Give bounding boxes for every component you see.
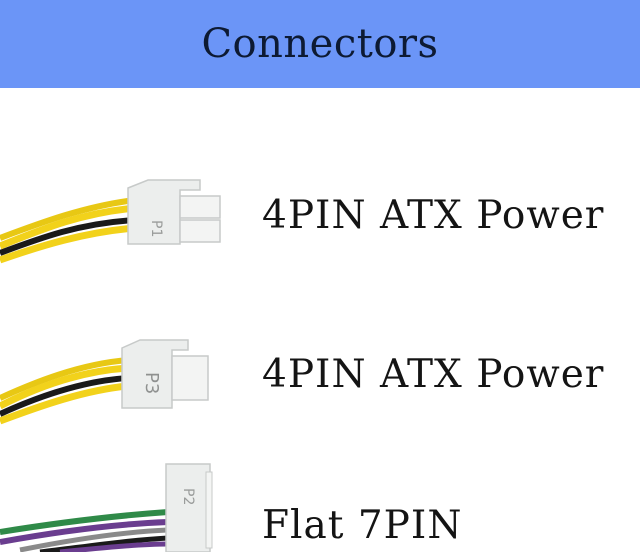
plug-label: P2	[180, 488, 196, 505]
cable-bundle	[0, 509, 169, 552]
plug-housing: P1	[127, 179, 221, 245]
plug-label: P3	[141, 372, 162, 394]
plug-label: P1	[148, 220, 164, 237]
header-banner: Connectors	[0, 0, 640, 88]
cable-bundle	[0, 357, 129, 425]
4pin-atx-connector-icon: P3	[0, 339, 209, 425]
plug-housing: P3	[121, 339, 209, 409]
connector-label: 4PIN ATX Power	[262, 193, 605, 238]
page-title: Connectors	[201, 21, 439, 67]
flat-7pin-connector-icon: P2	[0, 463, 213, 552]
connector-label: Flat 7PIN	[262, 503, 463, 548]
plug-housing: P2	[165, 463, 213, 552]
connector-list	[0, 88, 640, 552]
connector-label: 4PIN ATX Power	[262, 352, 605, 397]
cable-bundle	[0, 197, 136, 264]
4pin-atx-connector-icon: P1	[0, 179, 221, 264]
